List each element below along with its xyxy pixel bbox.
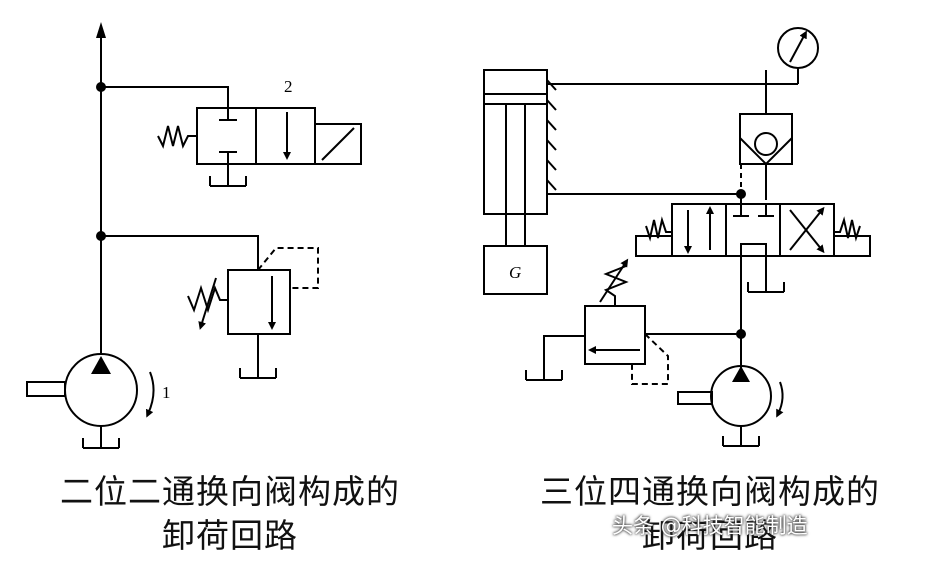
solenoid-icon [314, 123, 362, 165]
check-valve [739, 84, 793, 200]
solenoid-icon [833, 235, 871, 257]
two-way-valve [157, 107, 362, 187]
left-caption: 二位二通换向阀构成的 卸荷回路 [30, 470, 430, 558]
pump [677, 365, 784, 447]
watermark: 头条 @科技智能制造 [612, 514, 808, 538]
right-circuit: G [483, 27, 871, 447]
spring-icon [157, 125, 197, 149]
adjustable-spring-icon [603, 265, 629, 306]
right-caption-line1: 三位四通换向阀构成的 [540, 472, 880, 511]
pressure-gauge-icon [766, 27, 819, 85]
load-label: G [509, 263, 521, 282]
outlet-arrow-icon [96, 22, 106, 38]
relief-branch-line [101, 235, 259, 270]
solenoid-icon [635, 235, 673, 257]
valve-number-label: 2 [284, 77, 293, 96]
left-caption-line1: 二位二通换向阀构成的 [60, 472, 400, 511]
cylinder-bottom-line [547, 193, 742, 204]
four-way-valve [635, 203, 871, 293]
spring-icon [834, 216, 861, 242]
load-block [483, 245, 548, 295]
left-circuit: 2 1 [26, 22, 362, 449]
spring-icon [645, 216, 672, 242]
right-caption-line2: 卸荷回路 [642, 516, 778, 555]
pilot-line [631, 333, 669, 385]
pilot-line [257, 247, 319, 289]
hydraulic-cylinder [483, 69, 557, 295]
rotation-arrow-icon [146, 371, 155, 418]
cylinder-top-line [547, 70, 767, 85]
left-caption-line2: 卸荷回路 [162, 516, 298, 555]
right-caption: 三位四通换向阀构成的 卸荷回路 [500, 470, 920, 558]
pump [26, 353, 155, 449]
rotation-arrow-icon [776, 381, 784, 418]
relief-valve [187, 247, 319, 379]
valve-branch-line [101, 86, 229, 108]
pump-number-label: 1 [162, 383, 171, 402]
relief-valve [525, 258, 669, 385]
adjustable-spring-icon [187, 284, 228, 314]
